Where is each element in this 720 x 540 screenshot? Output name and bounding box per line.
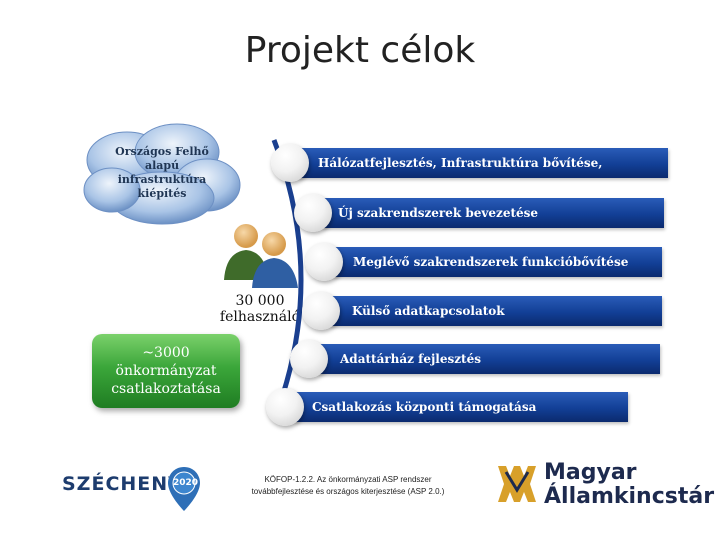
goal-label: Külső adatkapcsolatok (352, 304, 505, 318)
goal-bar-external-data: Külső adatkapcsolatok (330, 296, 662, 326)
goal-bar-data-warehouse: Adattárház fejlesztés (318, 344, 660, 374)
project-caption: KÖFOP-1.2.2. Az önkormányzati ASP rendsz… (228, 474, 468, 498)
goal-bullet-icon (290, 340, 328, 378)
program-year: 2020 (173, 478, 199, 488)
cloud-icon (83, 123, 241, 225)
goal-label: Meglévő szakrendszerek funkcióbővítése (353, 255, 629, 269)
goal-label: Adattárház fejlesztés (340, 352, 481, 366)
goal-label: Csatlakozás központi támogatása (312, 400, 537, 414)
goal-label: Új szakrendszerek bevezetése (338, 206, 539, 220)
municipalities-line1: ~3000 (142, 345, 190, 361)
goal-bullet-icon (294, 194, 332, 232)
caption-line2: továbbfejlesztése és országos kiterjeszt… (251, 487, 445, 496)
municipalities-box (92, 334, 240, 408)
treasury-emblem-icon (498, 466, 536, 502)
goal-label: Hálózatfejlesztés, Infrastruktúra bővíté… (318, 156, 603, 170)
municipalities-line3: csatlakoztatása (111, 381, 221, 397)
goal-bullet-icon (271, 144, 309, 182)
goal-bar-function-extension: Meglévő szakrendszerek funkcióbővítése (333, 247, 662, 277)
goal-bar-central-support: Csatlakozás központi támogatása (294, 392, 628, 422)
goal-bullet-icon (305, 243, 343, 281)
goal-bar-network: Hálózatfejlesztés, Infrastruktúra bővíté… (298, 148, 668, 178)
program-name: SZÉCHENYI (62, 473, 191, 495)
users-count: 30 000 (235, 293, 285, 309)
page-title: Projekt célok (244, 30, 476, 71)
municipalities-line2: önkormányzat (115, 363, 217, 379)
cloud-label: Országos Felhő alapú infrastruktúra kiép… (115, 145, 209, 200)
caption-line1: KÖFOP-1.2.2. Az önkormányzati ASP rendsz… (264, 475, 432, 484)
goal-bullet-icon (266, 388, 304, 426)
goal-bar-new-systems: Új szakrendszerek bevezetése (322, 198, 664, 228)
goal-bullet-icon (302, 292, 340, 330)
org-name-line2: Államkincstár (544, 484, 715, 509)
municipalities-label: ~3000 önkormányzat csatlakoztatása (92, 344, 240, 398)
org-name-line1: Magyar (544, 460, 637, 485)
location-pin-icon (168, 467, 200, 511)
users-caption: 30 000 felhasználó (214, 293, 306, 325)
users-icon (224, 224, 298, 288)
users-label: felhasználó (219, 309, 301, 325)
